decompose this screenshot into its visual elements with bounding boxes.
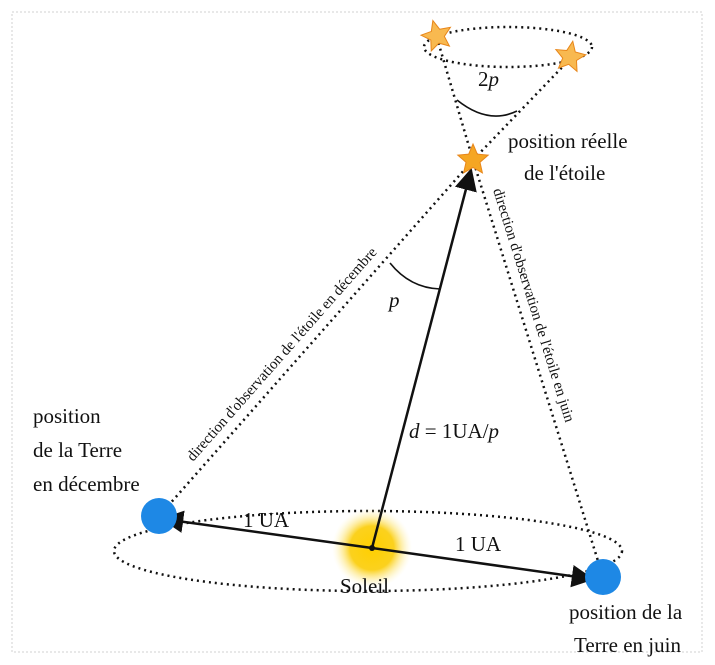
sightline-june	[471, 159, 605, 578]
sun-label: Soleil	[340, 574, 389, 598]
frame-border	[11, 11, 703, 653]
angle-p-label: p	[387, 288, 400, 312]
earth-december	[141, 498, 177, 534]
angle-2p-label: 2p	[478, 67, 499, 91]
sightline-december	[159, 159, 474, 516]
sightline-december-extension	[435, 37, 475, 161]
earth-december-label-2: de la Terre	[33, 438, 122, 462]
earth-december-label-1: position	[33, 404, 101, 428]
one-au-right-label: 1 UA	[455, 532, 502, 556]
star-real-label-1: position réelle	[508, 129, 628, 153]
earth-june-label-1: position de la	[569, 600, 683, 624]
direction-june-label: direction d'observation de l'étoile en j…	[489, 186, 577, 424]
earth-june	[585, 559, 621, 595]
earth-june-label-2: Terre en juin	[574, 633, 681, 657]
star-apparent-december	[419, 19, 452, 53]
angle-2p-arc	[456, 99, 518, 117]
star-real-label-2: de l'étoile	[524, 161, 605, 185]
direction-december-label: direction d'observation de l'étoile en d…	[184, 244, 381, 464]
arrow-to-earth-december	[160, 510, 373, 550]
apparent-motion-ellipse	[422, 25, 594, 69]
star-apparent-june	[554, 39, 588, 73]
angle-p-arc	[389, 262, 441, 290]
earth-december-label-3: en décembre	[33, 472, 140, 496]
star-real-position	[456, 142, 490, 174]
distance-arrow	[370, 167, 477, 549]
distance-label: d = 1UA/p	[409, 419, 499, 443]
arrow-to-earth-june	[371, 546, 595, 588]
one-au-left-label: 1 UA	[243, 508, 290, 532]
